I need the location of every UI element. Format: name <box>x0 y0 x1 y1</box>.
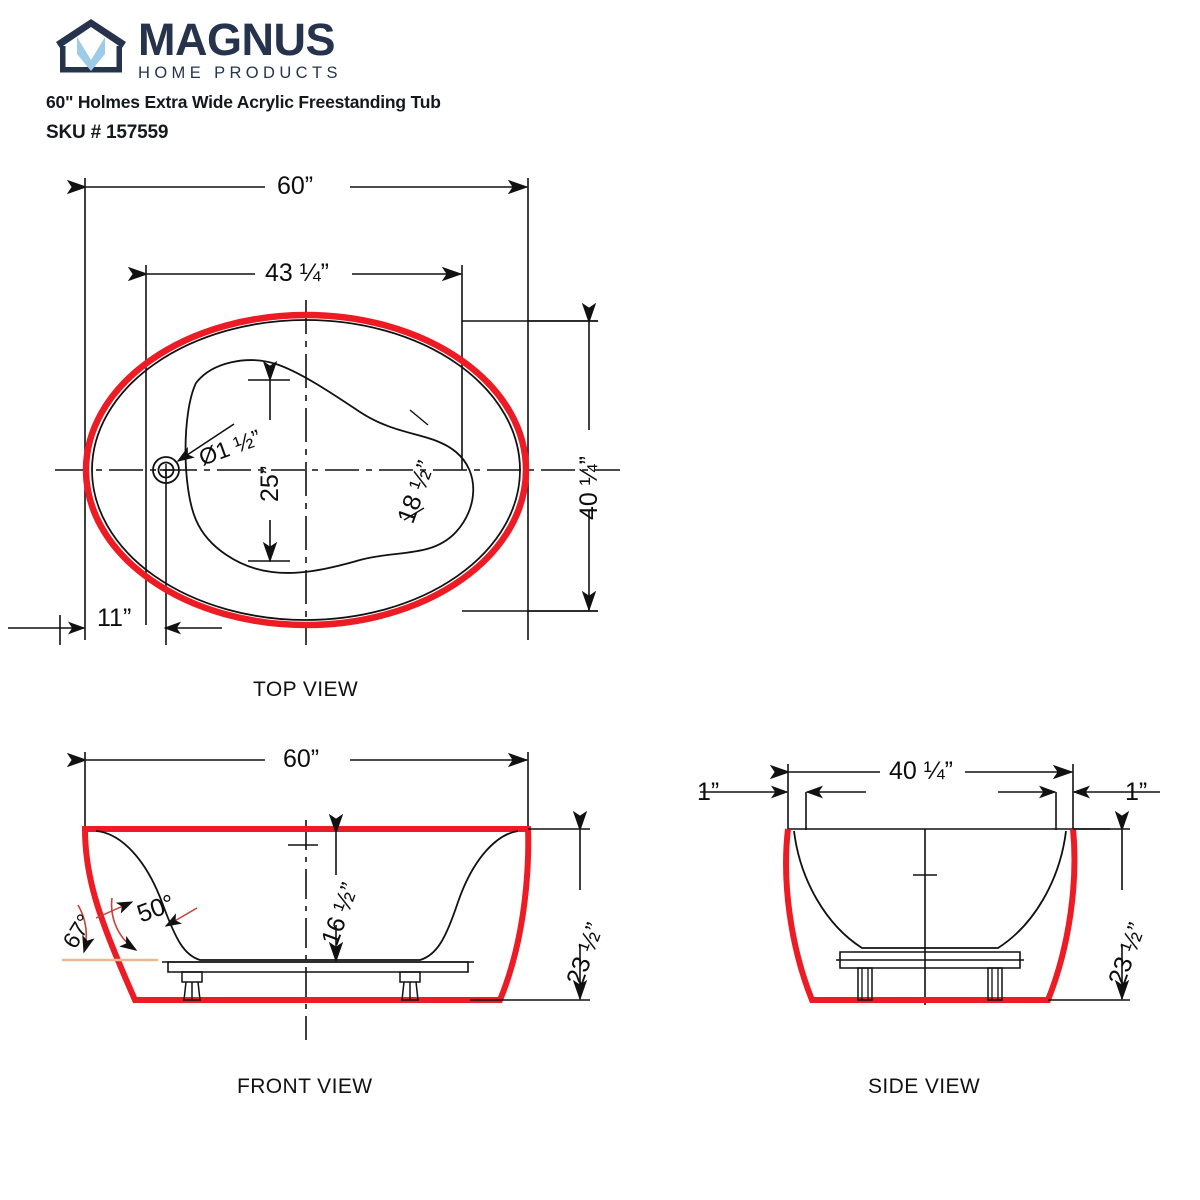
product-sku: SKU # 157559 <box>46 122 169 143</box>
dim-side-height: 23 ½” <box>1103 919 1152 989</box>
side-view-label: SIDE VIEW <box>868 1075 981 1098</box>
brand-logo: MAGNUS HOME PRODUCTS <box>52 16 342 82</box>
dim-side-rim-left: 1” <box>697 778 720 806</box>
brand-name: MAGNUS <box>138 14 335 65</box>
top-view-group <box>8 178 620 645</box>
dim-front-angle-outer: 67° <box>57 909 98 953</box>
top-view-label: TOP VIEW <box>253 678 359 701</box>
dim-front-water-depth: 16 ½” <box>316 879 365 949</box>
front-view-group <box>62 752 590 1040</box>
brand-wordmark: MAGNUS HOME PRODUCTS <box>138 14 342 82</box>
front-view-label: FRONT VIEW <box>237 1075 373 1098</box>
dim-front-width: 60” <box>283 745 320 773</box>
dim-top-drain-offset: 11” <box>97 604 132 632</box>
dim-top-inner-depth-2: 18 ½” <box>392 457 441 527</box>
dim-top-drain-diameter: Ø1 ½” <box>195 424 265 471</box>
dim-top-overall-depth: 40 ¼” <box>575 456 603 520</box>
dim-front-angle-inner: 50° <box>133 889 179 929</box>
dim-top-inner-width: 43 ¼” <box>265 259 329 287</box>
house-logo-icon <box>56 19 126 73</box>
dim-top-inner-depth: 25” <box>256 465 284 502</box>
brand-tagline: HOME PRODUCTS <box>138 64 342 82</box>
dim-top-overall-width: 60” <box>277 172 314 200</box>
dim-side-width: 40 ¼” <box>889 757 953 785</box>
dim-side-rim-right: 1” <box>1125 778 1148 806</box>
side-view-group <box>700 764 1160 1005</box>
product-title: 60" Holmes Extra Wide Acrylic Freestandi… <box>46 92 441 112</box>
dim-front-height: 23 ½” <box>561 919 610 989</box>
